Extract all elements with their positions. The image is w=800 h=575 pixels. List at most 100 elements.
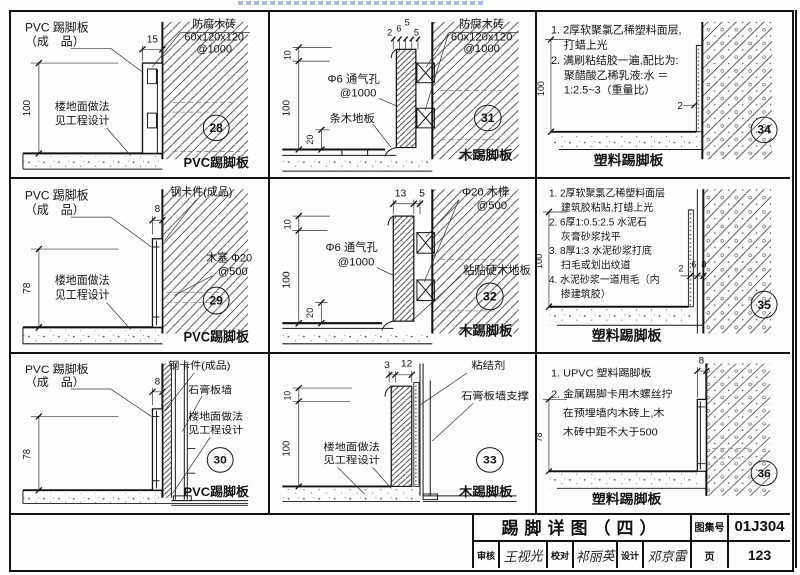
detail-drawing-28: 15 100 PVC 踢脚板 （成 品） 防腐木砖 60x120x120 @10… xyxy=(22,17,251,170)
label-wood-plug-spacing: @500 xyxy=(218,266,247,278)
label-wood-plug: 木塞 Φ20 xyxy=(206,250,252,264)
detail-drawing-35: 100 2 6 8 1. 2厚软聚氯乙稀塑料面层 建筑胶粘贴,打蜡上光 2. 6… xyxy=(537,186,778,345)
note-line-4: 聚醋酸乙稀乳液:水 ＝ xyxy=(564,68,669,82)
review-label: 审核 xyxy=(476,550,495,561)
panel-caption: PVC踢脚板 xyxy=(183,484,249,499)
label-vent-hole: Φ6 通气孔 xyxy=(328,72,380,86)
note-line-6: 扫毛或划出纹道 xyxy=(561,258,631,271)
label-floor-note-1: 楼地面做法 xyxy=(188,410,243,423)
panel-caption: 塑料踢脚板 xyxy=(594,152,664,168)
label-vent-hole: Φ6 通气孔 xyxy=(325,240,377,254)
note-line-1: 1. 2厚软聚氯乙稀塑料面层 xyxy=(549,186,665,199)
metal-clip-skirting xyxy=(696,398,707,472)
floor-slab xyxy=(548,305,704,326)
dim-3: 3 xyxy=(384,361,390,372)
dim-100: 100 xyxy=(537,254,544,269)
detail-number-circle xyxy=(473,104,502,132)
detail-panel-28: 15 100 PVC 踢脚板 （成 品） 防腐木砖 60x120x120 @10… xyxy=(11,12,266,175)
dim-2: 2 xyxy=(678,264,683,274)
label-floor-note-2: 见工程设计 xyxy=(55,114,110,127)
dim-100: 100 xyxy=(22,100,33,117)
detail-number-circle xyxy=(750,290,778,319)
note-line-4: 木砖中距不大于500 xyxy=(563,426,658,439)
dim-2: 2 xyxy=(387,28,392,38)
dim-top-cluster: 2 6 5 5 xyxy=(387,18,421,50)
grid-hline-1 xyxy=(9,177,790,179)
note-line-1: 1. UPVC 塑料踢脚板 xyxy=(551,367,652,380)
panel-caption: 塑料踢脚板 xyxy=(592,491,662,507)
dim-height: 100 xyxy=(22,59,119,157)
dim-height: 100 xyxy=(537,36,571,136)
dim-100: 100 xyxy=(281,440,292,456)
dim-top: 13 5 xyxy=(389,189,425,215)
leader-lines xyxy=(70,199,213,330)
note-line-3: 2. 满刷粘结胶一遍,配比为: xyxy=(551,53,679,67)
detail-number: 35 xyxy=(757,298,771,312)
label-pvc-skirting: PVC 踢脚板 xyxy=(25,362,89,376)
dim-78: 78 xyxy=(22,449,33,460)
outer-border-right xyxy=(795,10,797,568)
wall-hatch xyxy=(431,21,519,160)
dim-20: 20 xyxy=(305,308,315,318)
dim-6: 6 xyxy=(396,24,401,34)
detail-number: 32 xyxy=(483,290,497,304)
wood-bricks xyxy=(416,62,435,129)
label-floor-note-2: 见工程设计 xyxy=(323,454,380,466)
pvc-skirting-profile xyxy=(151,238,164,329)
plastic-skirting-layer xyxy=(695,44,703,133)
detail-drawing-30: 8 78 PVC 踢脚板 （成 品） 钢卡件(成品) 石膏板墙 楼地面做法 见工… xyxy=(22,359,249,506)
detail-drawing-32: 13 5 10 100 20 Φ6 通气孔 @1000 粘贴硬木地板 Φ20 木… xyxy=(282,184,531,345)
detail-panel-36: 8 78 1. UPVC 塑料踢脚板 2. 金属踢脚卡用木螺丝拧 在预埋墙内木砖… xyxy=(537,354,786,511)
dim-15: 15 xyxy=(147,34,159,45)
detail-number-circle xyxy=(475,282,504,311)
detail-panel-35: 100 2 6 8 1. 2厚软聚氯乙稀塑料面层 建筑胶粘贴,打蜡上光 2. 6… xyxy=(537,179,786,350)
atlas-number-label: 图集号 xyxy=(694,523,725,534)
label-hardwood-floor: 粘贴硬木地板 xyxy=(463,263,531,277)
note-line-2: 建筑胶粘贴,打蜡上光 xyxy=(561,201,653,214)
detail-panel-32: 13 5 10 100 20 Φ6 通气孔 @1000 粘贴硬木地板 Φ20 木… xyxy=(270,179,533,350)
dim-5a: 5 xyxy=(405,18,410,28)
floor xyxy=(282,322,433,345)
grid-vline-1 xyxy=(268,10,270,515)
label-wood-brick: 防腐木砖 xyxy=(459,17,504,31)
detail-number-circle xyxy=(750,460,778,486)
detail-panel-29: 8 78 PVC 踢脚板 （成 品） 钢卡件(成品) 木塞 Φ20 @500 楼… xyxy=(11,179,266,350)
detail-number: 29 xyxy=(210,293,224,307)
detail-number-circle xyxy=(202,286,230,315)
dim-8: 8 xyxy=(699,356,705,367)
dim-6: 6 xyxy=(691,259,696,269)
floor-slab xyxy=(22,489,249,506)
dim-height: 78 xyxy=(537,396,567,475)
detail-drawing-33: 3 12 10 100 粘结剂 石膏板墙支撑 楼地面做法 见工程设计 33 木踢… xyxy=(281,359,529,503)
pvc-skirting-profile xyxy=(141,62,164,155)
notes: 1. UPVC 塑料踢脚板 2. 金属踢脚卡用木螺丝拧 在预埋墙内木砖上,木 木… xyxy=(551,367,673,438)
proofread-signature: 祁丽英 xyxy=(575,547,615,565)
detail-number-circle xyxy=(475,447,504,473)
dim-10: 10 xyxy=(282,50,292,60)
detail-number-circle xyxy=(750,116,778,144)
titleblock-topline xyxy=(9,513,790,515)
label-pvc-product: （成 品） xyxy=(25,375,85,389)
panel-caption: 木踢脚板 xyxy=(458,148,513,163)
dim-width: 8 xyxy=(148,376,166,406)
dim-left: 10 100 20 xyxy=(281,43,332,153)
leader-lines xyxy=(70,372,211,495)
detail-number: 33 xyxy=(483,453,497,466)
note-line-2: 2. 金属踢脚卡用木螺丝拧 xyxy=(551,388,673,401)
note-line-1: 1. 2厚软聚氯乙稀塑料面层, xyxy=(551,23,682,37)
label-floor-note-1: 楼地面做法 xyxy=(323,440,380,453)
label-vent-spacing: @1000 xyxy=(338,257,375,269)
label-wood-dowel: Φ20 木榫 xyxy=(462,184,509,198)
panel-caption: PVC踢脚板 xyxy=(183,155,249,170)
detail-drawing-31: 2 6 5 5 10 100 20 Φ6 通气孔 @1000 条木地板 防腐木砖… xyxy=(281,17,519,172)
label-floor-note-1: 楼地面做法 xyxy=(55,273,110,287)
label-gypsum-wall: 石膏板墙 xyxy=(188,384,232,397)
note-line-3: 在预埋墙内木砖上,木 xyxy=(563,407,665,420)
floor-planks xyxy=(282,148,433,172)
dim-8: 8 xyxy=(155,204,161,215)
detail-number: 34 xyxy=(757,123,771,137)
label-pvc-skirting: PVC 踢脚板 xyxy=(25,21,89,35)
wall-hatch xyxy=(701,21,773,160)
dim-13: 13 xyxy=(395,189,407,200)
dim-left: 10 100 xyxy=(281,384,353,490)
